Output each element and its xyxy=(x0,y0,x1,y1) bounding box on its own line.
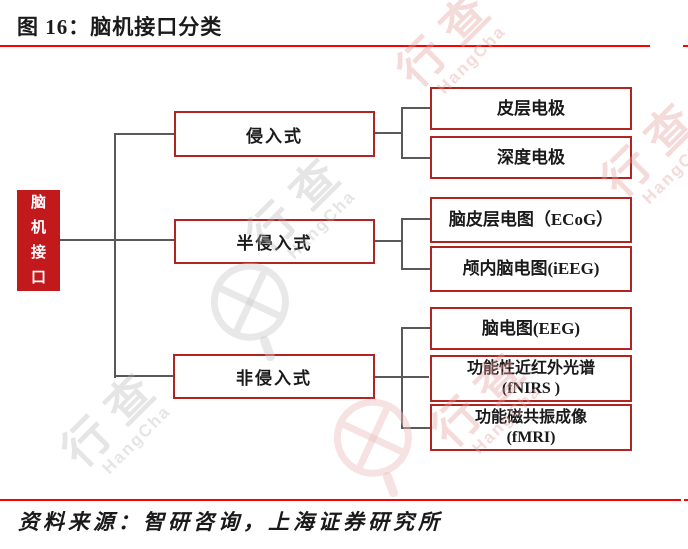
leaf-node-fnirs: 功能性近红外光谱 (fNIRS ) xyxy=(430,355,632,402)
branch-node-invasive: 侵入式 xyxy=(174,111,375,157)
connector-g2-child1 xyxy=(403,218,430,220)
connector-g3-vertical xyxy=(401,327,403,429)
branch-node-semi-invasive: 半侵入式 xyxy=(174,219,375,264)
connector-branch-invasive xyxy=(116,133,174,135)
figure-title: 图 16：脑机接口分类 xyxy=(17,15,223,39)
connector-g2-in xyxy=(375,240,403,242)
connector-branch-non-invasive xyxy=(116,375,174,377)
watermark-text: 行查 HangCha xyxy=(52,355,175,478)
connector-root-trunk xyxy=(60,239,115,241)
leaf-node-label: 皮层电极 xyxy=(497,98,565,118)
leaf-node-label-line2: (fMRI) xyxy=(506,428,556,446)
title-underline-rule xyxy=(0,45,650,47)
leaf-node-label: 颅内脑电图(iEEG) xyxy=(462,259,600,278)
connector-g1-child1 xyxy=(403,107,430,109)
leaf-node-label-line2: (fNIRS ) xyxy=(501,379,561,397)
connector-trunk-vertical xyxy=(114,133,116,378)
root-node-brain-computer-interface: 脑 机 接 口 xyxy=(17,190,60,291)
leaf-node-cortical-electrode: 皮层电极 xyxy=(430,87,632,130)
connector-g2-vertical xyxy=(401,218,403,270)
connector-branch-semi-invasive xyxy=(116,239,174,241)
footer-rule xyxy=(0,499,681,501)
leaf-node-ieeg: 颅内脑电图(iEEG) xyxy=(430,246,632,292)
footer-rule-right-dash xyxy=(684,499,688,501)
connector-g1-vertical xyxy=(401,107,403,159)
leaf-node-label: 功能磁共振成像 xyxy=(474,408,587,426)
connector-g1-child2 xyxy=(403,157,430,159)
leaf-node-eeg: 脑电图(EEG) xyxy=(430,307,632,350)
magnifier-watermark-icon xyxy=(322,387,431,511)
connector-g3-child1 xyxy=(403,327,430,329)
leaf-node-label: 深度电极 xyxy=(497,147,565,167)
connector-g3-child3 xyxy=(403,427,430,429)
branch-node-non-invasive: 非侵入式 xyxy=(173,354,375,399)
branch-node-label: 半侵入式 xyxy=(236,234,313,253)
connector-g1-in xyxy=(375,132,403,134)
root-node-label: 脑 机 接 口 xyxy=(30,194,46,286)
leaf-node-label: 功能性近红外光谱 xyxy=(466,359,595,377)
branch-node-label: 侵入式 xyxy=(246,126,303,146)
title-underline-rule-right-dash xyxy=(683,45,688,47)
leaf-node-ecog: 脑皮层电图（ECoG） xyxy=(430,197,632,243)
leaf-node-label: 脑皮层电图（ECoG） xyxy=(448,210,614,229)
source-note: 资料来源：智研咨询，上海证券研究所 xyxy=(18,510,443,534)
leaf-node-fmri: 功能磁共振成像 (fMRI) xyxy=(430,404,632,451)
leaf-node-label: 脑电图(EEG) xyxy=(481,318,581,338)
branch-node-label: 非侵入式 xyxy=(236,369,312,388)
connector-g2-child2 xyxy=(403,268,430,270)
leaf-node-depth-electrode: 深度电极 xyxy=(430,136,632,179)
